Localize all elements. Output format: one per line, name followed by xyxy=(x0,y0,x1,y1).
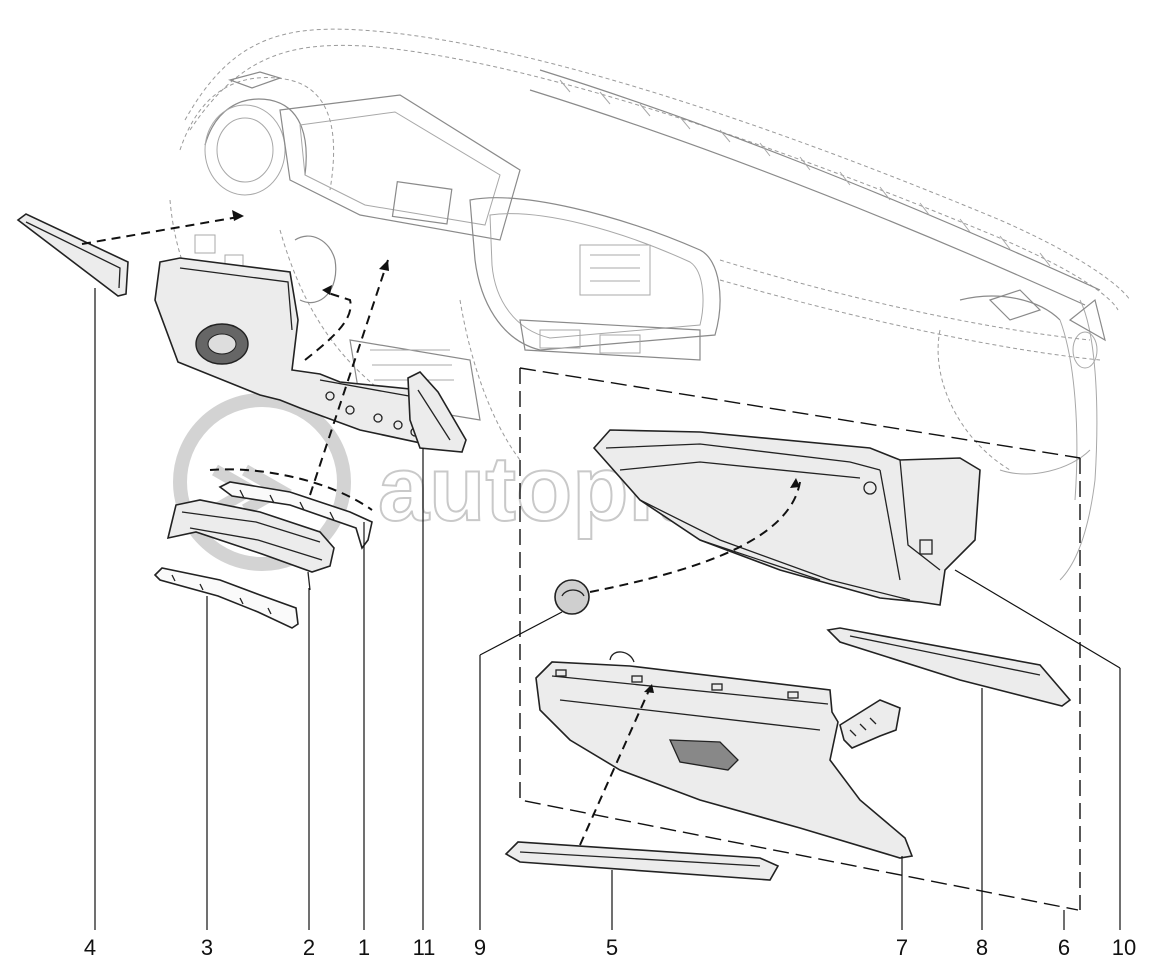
callout-3: 3 xyxy=(201,935,213,960)
guide-frame xyxy=(519,367,1081,911)
dashboard-ghost xyxy=(169,28,1131,581)
leader-lines xyxy=(94,288,1121,930)
callout-1: 1 xyxy=(358,935,370,960)
part-5-trim-strip xyxy=(504,841,780,881)
callout-2: 2 xyxy=(303,935,315,960)
part-10-glovebox-housing xyxy=(592,429,981,606)
part-7-glovebox-lid xyxy=(535,651,914,859)
callout-9: 9 xyxy=(474,935,486,960)
callout-6: 6 xyxy=(1058,935,1070,960)
part-3-strip xyxy=(153,567,299,629)
part-2-lower-trim xyxy=(166,499,335,591)
part-knee-bolster xyxy=(154,257,446,446)
part-11-side-trim xyxy=(407,371,467,453)
part-9-damper xyxy=(554,579,590,615)
part-1-bracket xyxy=(218,481,373,550)
callout-7: 7 xyxy=(896,935,908,960)
callout-10: 10 xyxy=(1112,935,1136,960)
part-8-trim-strip xyxy=(826,627,1072,707)
assembly-arrows xyxy=(81,210,801,846)
callout-4: 4 xyxy=(84,935,96,960)
callout-8: 8 xyxy=(976,935,988,960)
part-4-trim-strip xyxy=(16,213,129,297)
callout-5: 5 xyxy=(606,935,618,960)
callout-11: 11 xyxy=(413,935,436,960)
callout-labels: 4 3 2 1 11 9 5 7 8 6 10 xyxy=(84,935,1136,960)
